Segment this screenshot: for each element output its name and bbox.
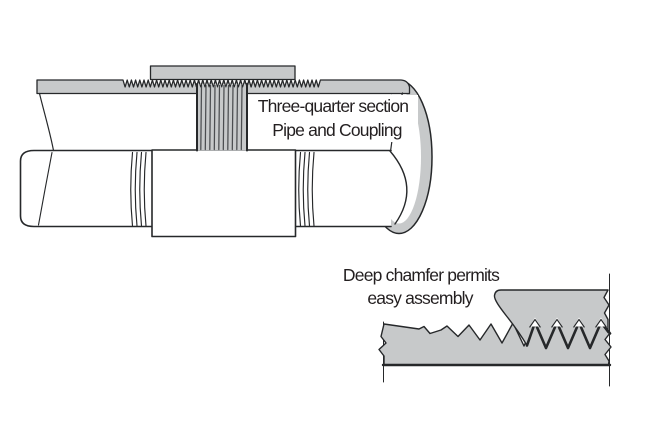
coupling-front [151,149,297,238]
pipe-body-front-outline [19,149,392,228]
section-label-background [249,95,418,142]
thread-engagement-lines [200,84,243,151]
section-break-curve [38,92,55,152]
thread-runout-lines [130,151,315,227]
chamfer-label-line1: Deep chamfer permits [343,265,500,285]
thread-mesh-line [525,321,612,350]
thread-serration-overlay [193,79,254,88]
pipe-left-end-curve [37,151,53,226]
diagram-art: Three-quarter section Pipe and Coupling … [19,65,612,387]
chamfer-label-line2: easy assembly [367,288,473,308]
pipe-end-near-rim-edge [389,150,408,225]
section-label-line2: Pipe and Coupling [272,120,401,140]
thread-tip-clearance-gaps [529,317,607,328]
section-label-line1: Three-quarter section [258,96,409,116]
thread-engagement-block [196,84,248,151]
coupling-wall-section [149,65,296,81]
